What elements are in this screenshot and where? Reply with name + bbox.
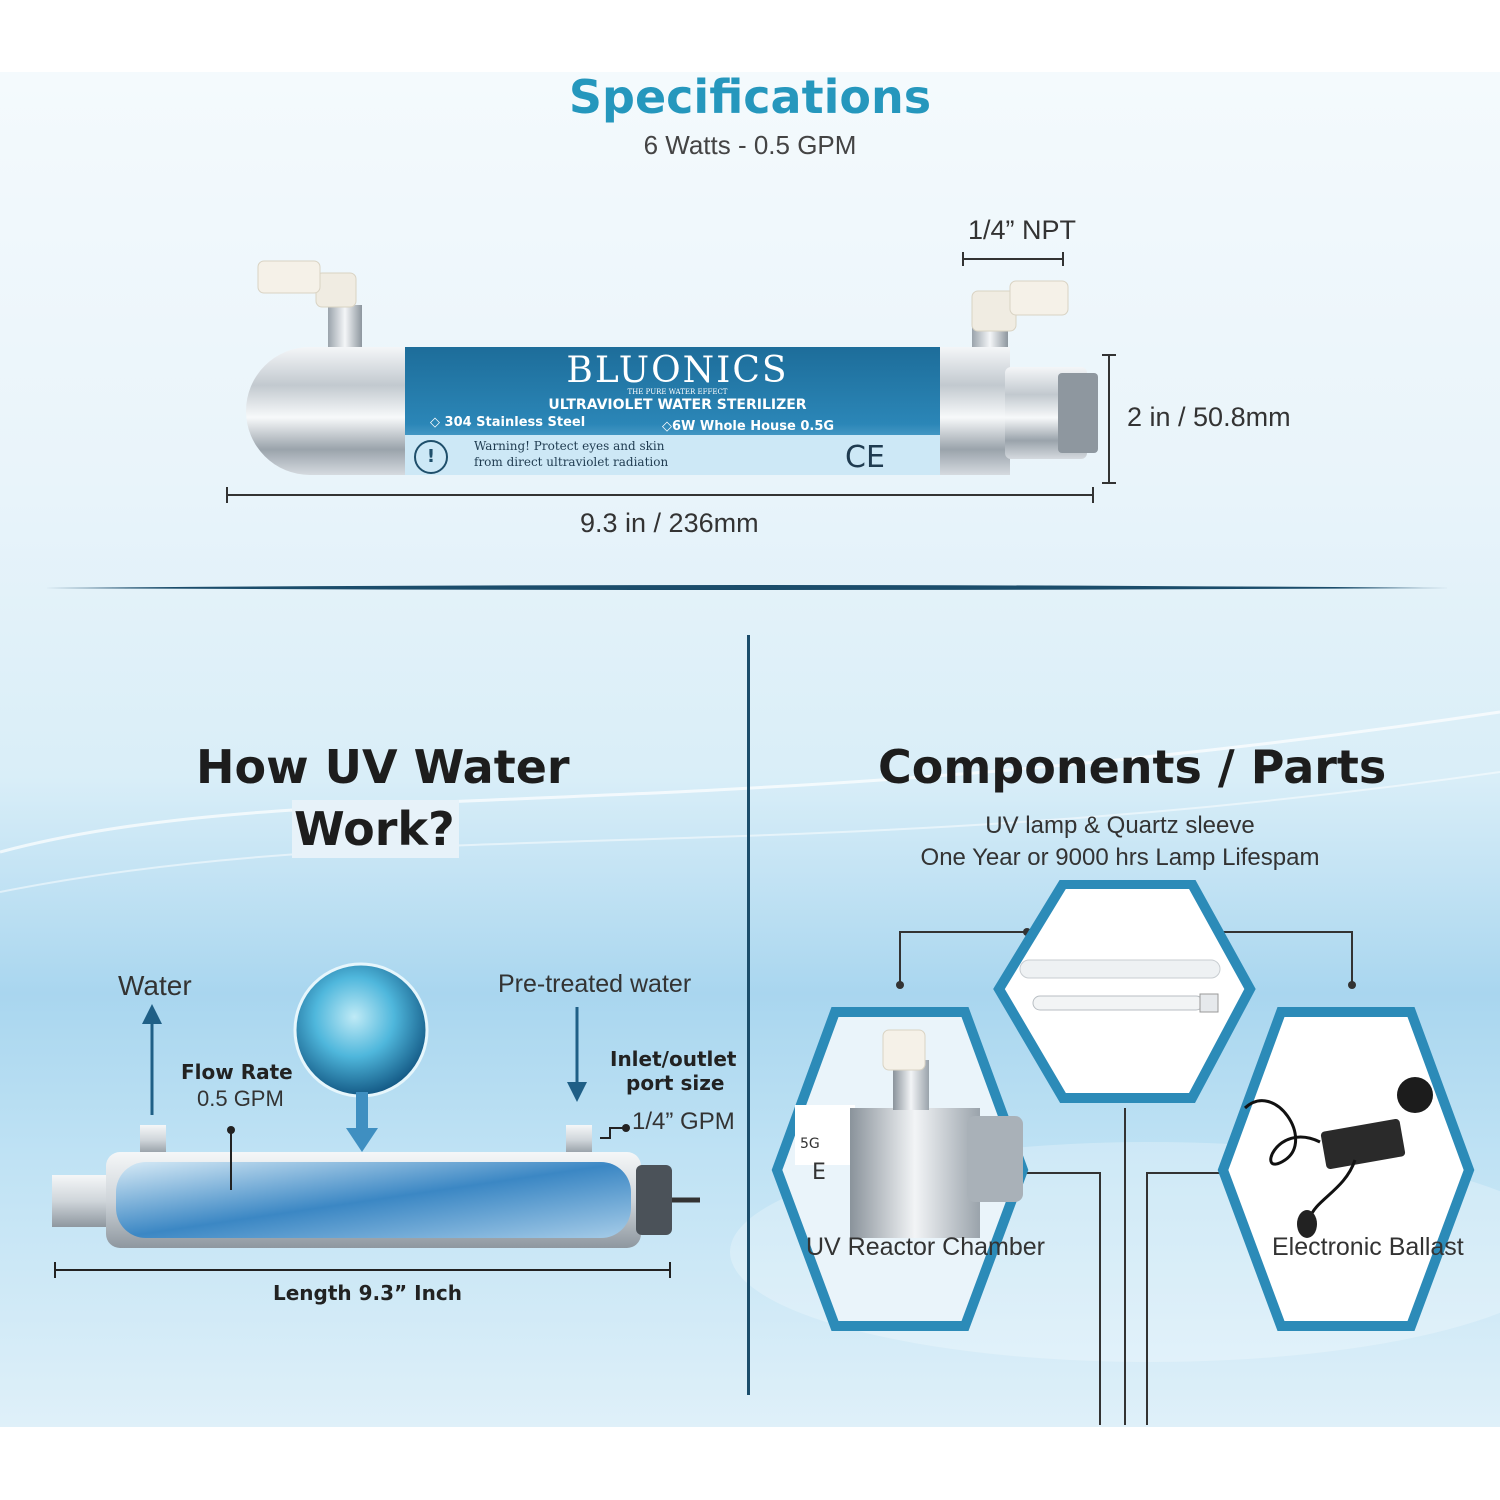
water-outflow-arrow	[142, 1004, 162, 1115]
ce-mark: CE	[845, 440, 885, 475]
dimension-lines	[226, 252, 1116, 503]
section-divider	[45, 585, 1450, 590]
uv-process-diagram	[52, 962, 700, 1278]
port-size-value: 1/4” GPM	[632, 1108, 735, 1135]
lamp-hexagon	[993, 880, 1256, 1103]
components-diagram	[771, 880, 1475, 1425]
flow-rate-title: Flow Rate	[181, 1060, 293, 1084]
how-title-line-1: How UV Water	[196, 740, 570, 794]
how-title-line-2: Work?	[294, 802, 455, 856]
sterilizer-product-image	[246, 260, 1098, 475]
material-text: ◇ 304 Stainless Steel	[430, 415, 586, 430]
brand-name: BLUONICS	[566, 350, 789, 391]
brand-tagline: THE PURE WATER EFFECT	[627, 388, 728, 396]
warning-line-2: from direct ultraviolet radiation	[474, 455, 669, 469]
vertical-divider	[747, 635, 750, 1395]
microorganism-closeup	[293, 962, 429, 1098]
reactor-partial-text-1: 5G	[800, 1136, 820, 1152]
reactor-chamber-label: UV Reactor Chamber	[806, 1233, 1045, 1261]
rating-text: ◇6W Whole House 0.5G	[662, 419, 835, 434]
npt-label: 1/4” NPT	[968, 215, 1077, 245]
reactor-partial-text-2: E	[812, 1160, 826, 1185]
pretreated-label: Pre-treated water	[498, 970, 692, 998]
diameter-label: 2 in / 50.8mm	[1127, 402, 1291, 432]
how-title-highlight	[292, 800, 459, 858]
specifications-title: Specifications	[568, 70, 932, 124]
lamp-label-line-2: One Year or 9000 hrs Lamp Lifespam	[920, 844, 1320, 871]
product-name: ULTRAVIOLET WATER STERILIZER	[548, 397, 807, 413]
electronic-ballast-label: Electronic Ballast	[1272, 1233, 1464, 1261]
flow-rate-value: 0.5 GPM	[197, 1086, 284, 1111]
pretreated-inflow-arrow	[567, 1007, 587, 1102]
length-inch-label: Length 9.3” Inch	[273, 1281, 462, 1305]
specifications-subtitle: 6 Watts - 0.5 GPM	[643, 130, 857, 160]
lamp-label-line-1: UV lamp & Quartz sleeve	[985, 812, 1255, 839]
length-label: 9.3 in / 236mm	[580, 508, 759, 538]
components-title: Components / Parts	[878, 740, 1387, 794]
warning-line-1: Warning! Protect eyes and skin	[474, 439, 665, 453]
water-label: Water	[118, 970, 192, 1001]
port-size-title-1: Inlet/outlet	[610, 1047, 737, 1071]
ballast-hexagon	[1217, 1007, 1475, 1331]
port-size-title-2: port size	[626, 1071, 725, 1095]
warning-icon: !	[414, 440, 448, 474]
